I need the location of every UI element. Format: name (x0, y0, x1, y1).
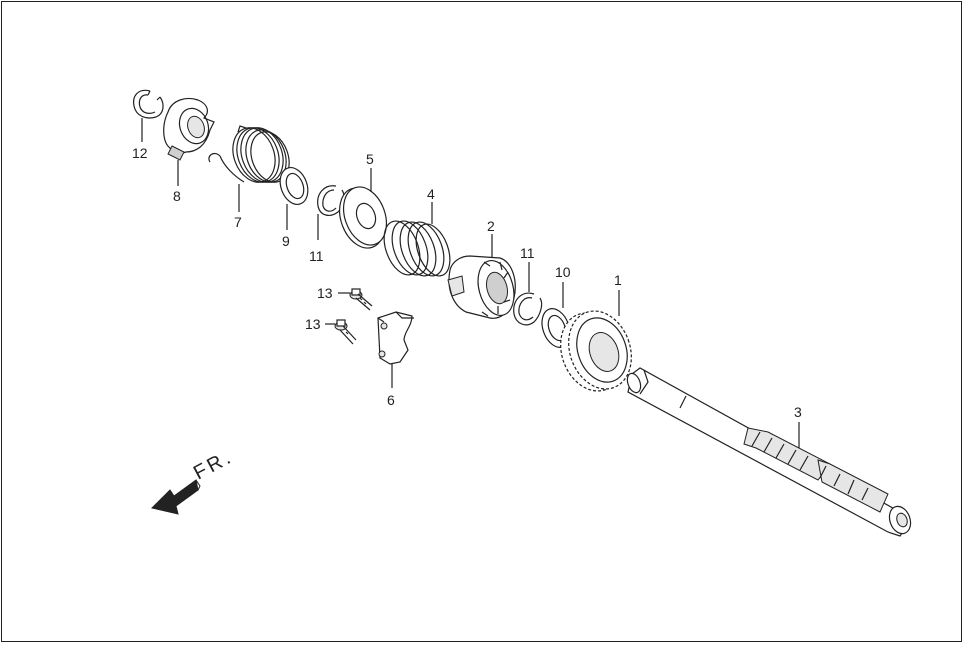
label-2: 2 (487, 218, 495, 234)
label-5: 5 (366, 151, 374, 167)
part-1-kick-idle-gear[interactable] (550, 302, 642, 400)
label-3: 3 (794, 404, 802, 420)
label-13a: 13 (317, 285, 333, 301)
label-9: 9 (282, 233, 290, 249)
label-8: 8 (173, 188, 181, 204)
label-6: 6 (387, 392, 395, 408)
front-direction-label: FR. (190, 446, 237, 485)
front-direction-arrow (151, 479, 201, 515)
part-11-circlip-b[interactable] (513, 292, 543, 326)
label-11b: 11 (520, 245, 535, 261)
part-13-bolt-b[interactable] (334, 319, 357, 345)
part-3-kickstarter-spindle[interactable] (625, 367, 914, 537)
part-6-bracket-plate[interactable] (377, 311, 414, 365)
label-11a: 11 (309, 248, 324, 264)
part-7-return-spring[interactable] (208, 122, 296, 188)
part-8-spring-guide[interactable] (163, 97, 215, 161)
part-5-thrust-washer[interactable] (332, 181, 394, 254)
part-9-washer[interactable] (275, 164, 312, 209)
part-12-circlip[interactable] (133, 89, 164, 119)
part-2-ratchet[interactable] (447, 255, 520, 319)
label-1: 1 (614, 272, 622, 288)
part-13-bolt-a[interactable] (349, 288, 373, 311)
label-4: 4 (427, 186, 435, 202)
label-13b: 13 (305, 316, 321, 332)
label-7: 7 (234, 214, 242, 230)
label-10: 10 (555, 264, 571, 280)
part-4-coil-spring[interactable] (377, 216, 456, 281)
label-12: 12 (132, 145, 148, 161)
